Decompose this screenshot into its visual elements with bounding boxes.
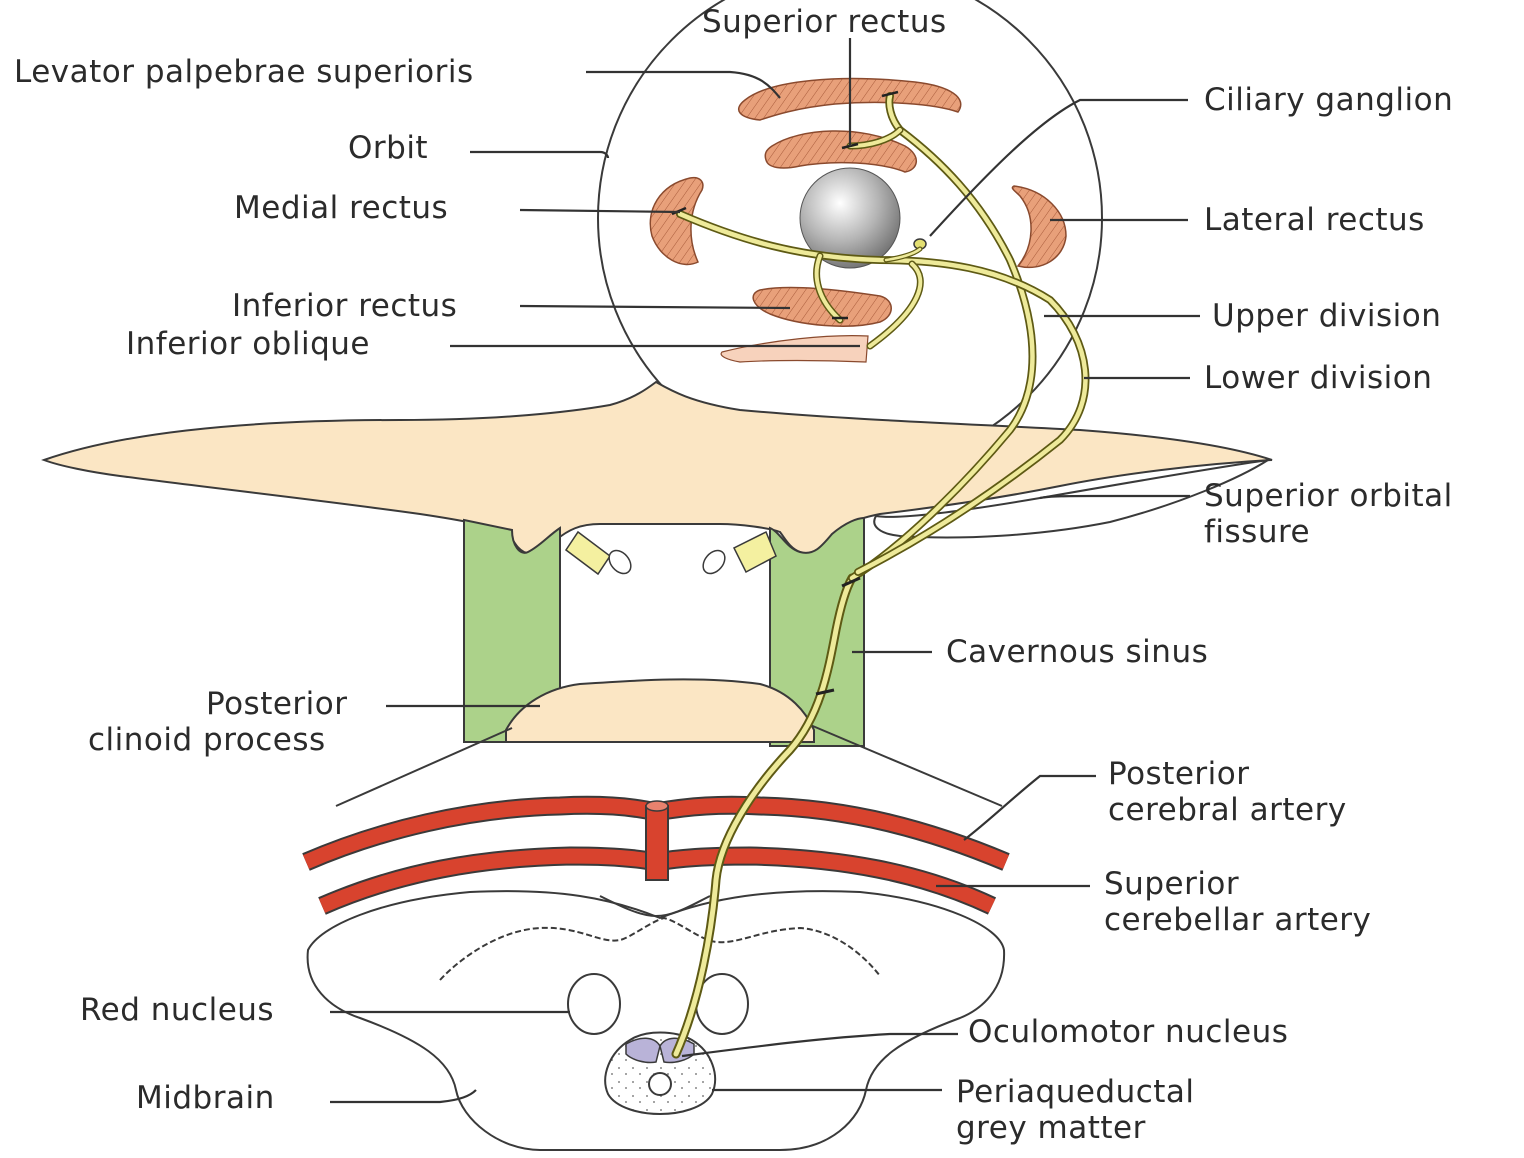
label-midbrain: Midbrain — [136, 1080, 275, 1116]
label-red-nucleus: Red nucleus — [80, 992, 274, 1028]
label-posterior-clinoid-2: clinoid process — [88, 722, 326, 758]
label-upper-division: Upper division — [1212, 298, 1441, 334]
label-orbit: Orbit — [348, 130, 428, 166]
internal-carotid-artery — [566, 532, 776, 578]
label-superior-rectus: Superior rectus — [702, 4, 947, 40]
label-superior-orbital-fissure-1: Superior orbital — [1204, 478, 1453, 514]
label-posterior-cerebral-2: cerebral artery — [1108, 792, 1347, 828]
label-levator-palpebrae: Levator palpebrae superioris — [14, 54, 474, 90]
label-inferior-rectus: Inferior rectus — [232, 288, 457, 324]
label-superior-cerebellar-1: Superior — [1104, 866, 1239, 902]
label-posterior-cerebral-1: Posterior — [1108, 756, 1250, 792]
label-inferior-oblique: Inferior oblique — [126, 326, 370, 362]
label-oculomotor-nucleus: Oculomotor nucleus — [968, 1014, 1288, 1050]
posterior-clinoid-process — [336, 679, 1002, 806]
sphenoid-bone — [44, 382, 1272, 554]
label-lower-division: Lower division — [1204, 360, 1432, 396]
label-periaqueductal-1: Periaqueductal — [956, 1074, 1195, 1110]
label-superior-cerebellar-2: cerebellar artery — [1104, 902, 1371, 938]
label-superior-orbital-fissure-2: fissure — [1204, 514, 1310, 550]
label-medial-rectus: Medial rectus — [234, 190, 448, 226]
label-lateral-rectus: Lateral rectus — [1204, 202, 1425, 238]
label-periaqueductal-2: grey matter — [956, 1110, 1146, 1146]
label-posterior-clinoid-1: Posterior — [206, 686, 348, 722]
basilar-artery — [646, 801, 668, 880]
label-cavernous-sinus: Cavernous sinus — [946, 634, 1208, 670]
label-ciliary-ganglion: Ciliary ganglion — [1204, 82, 1453, 118]
